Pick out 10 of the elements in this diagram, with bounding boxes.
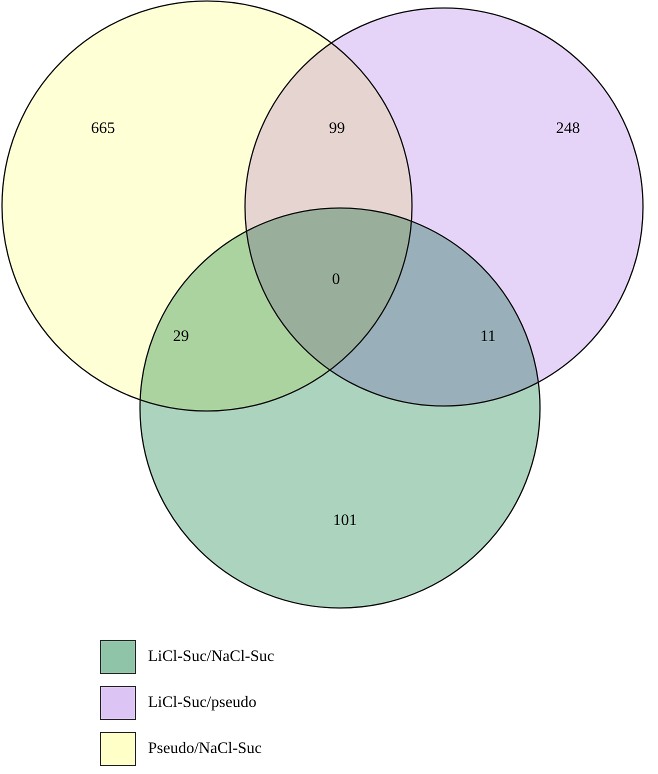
count-label: 101 (333, 512, 357, 530)
count-label: 248 (556, 120, 580, 138)
count-label: 0 (332, 271, 340, 289)
legend-label: LiCl-Suc/NaCl-Suc (148, 648, 274, 666)
count-label: 29 (173, 328, 189, 346)
count-label: 99 (329, 120, 345, 138)
legend-label: Pseudo/NaCl-Suc (148, 740, 262, 758)
legend-label: LiCl-Suc/pseudo (148, 694, 256, 712)
count-label: 665 (91, 120, 115, 138)
count-label: 11 (480, 328, 496, 346)
